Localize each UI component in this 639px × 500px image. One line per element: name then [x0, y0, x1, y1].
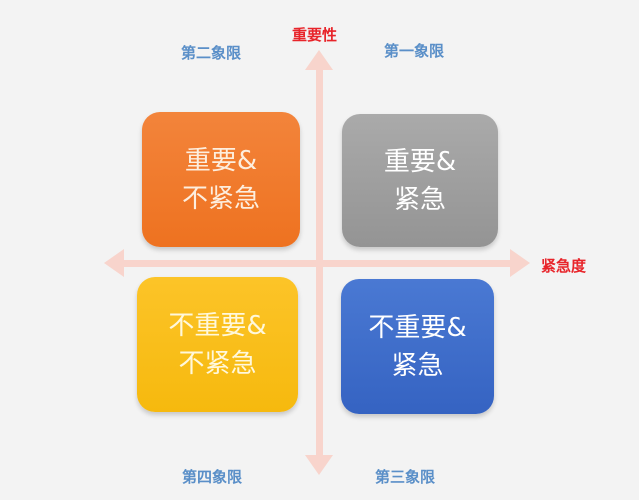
horizontal-axis — [122, 260, 512, 267]
box-line-1: 重要& — [383, 146, 457, 177]
arrow-left-icon — [104, 249, 124, 277]
box-line-2: 不紧急 — [178, 348, 257, 379]
box-line-2: 紧急 — [393, 184, 446, 215]
important-not-urgent-box: 重要& 不紧急 — [142, 112, 300, 247]
urgency-axis-label: 紧急度 — [541, 257, 587, 275]
box-line-1: 重要& — [184, 145, 258, 176]
box-line-1: 不重要& — [368, 312, 467, 343]
quadrant-1-label: 第一象限 — [384, 42, 445, 60]
quadrant-2-label: 第二象限 — [181, 44, 242, 62]
arrow-down-icon — [305, 455, 333, 475]
quadrant-4-label: 第四象限 — [182, 468, 243, 486]
box-line-1: 不重要& — [168, 310, 267, 341]
importance-axis-label: 重要性 — [292, 26, 338, 44]
not-important-urgent-box: 不重要& 紧急 — [341, 279, 494, 414]
important-urgent-box: 重要& 紧急 — [342, 114, 498, 247]
box-line-2: 紧急 — [391, 350, 444, 381]
quadrant-3-label: 第三象限 — [375, 468, 436, 486]
box-line-2: 不紧急 — [181, 183, 260, 214]
arrow-right-icon — [510, 249, 530, 277]
arrow-up-icon — [305, 50, 333, 70]
not-important-not-urgent-box: 不重要& 不紧急 — [137, 277, 298, 412]
